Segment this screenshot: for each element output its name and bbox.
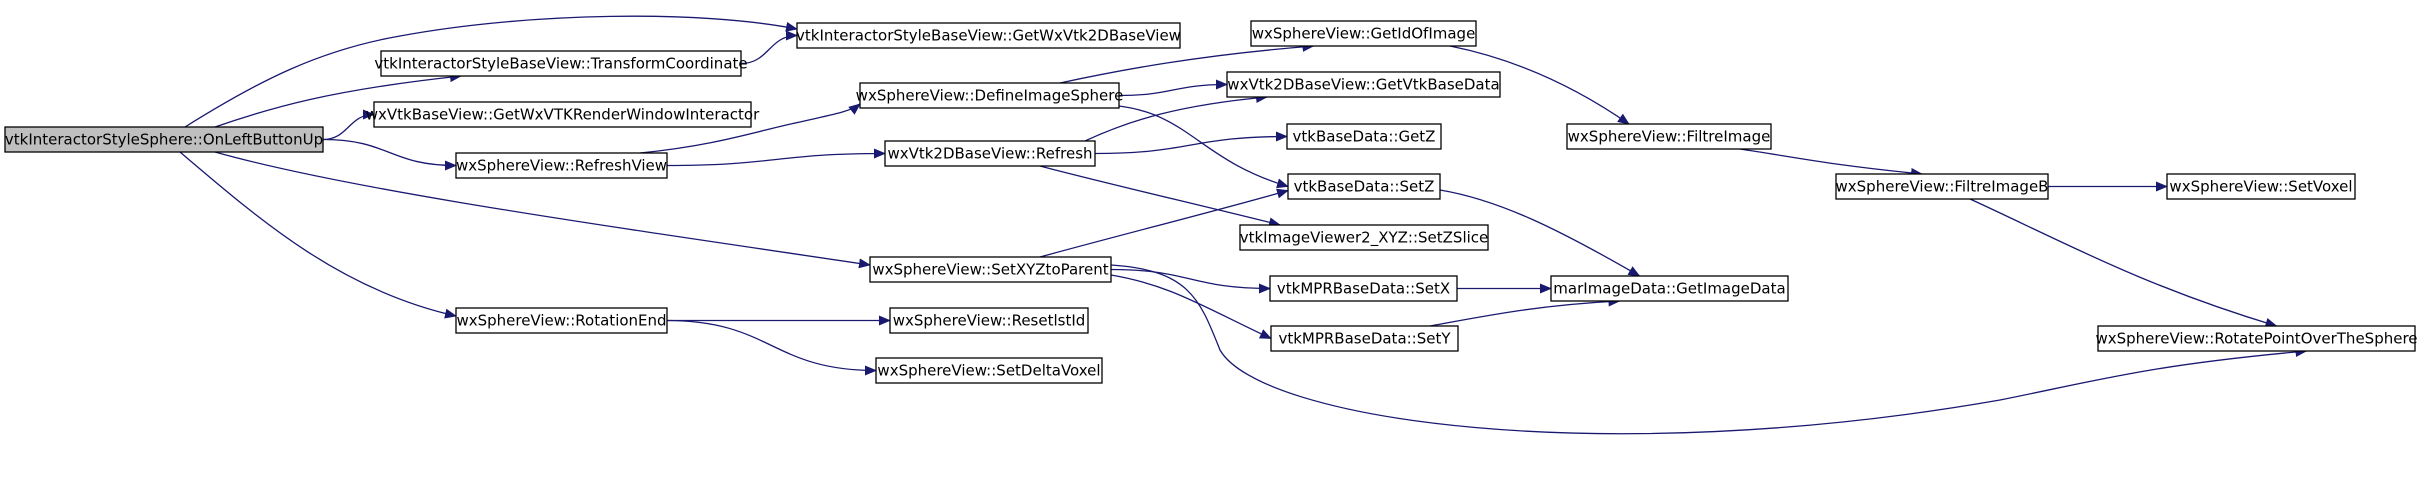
node-box	[2166, 173, 2356, 200]
node-box	[1566, 123, 1772, 150]
edge-root-to-setxyz	[214, 151, 871, 269]
edge-defineimg-to-getvtkbase	[1118, 79, 1228, 97]
node-box	[889, 307, 1089, 334]
node-box	[2097, 325, 2416, 352]
node-getimagedata[interactable]: marImageData::GetImageData	[1550, 275, 1789, 302]
edge-mprsety-to-getimagedata	[1429, 296, 1621, 327]
node-getvtkbase[interactable]: wxVtk2DBaseView::GetVtkBaseData	[1226, 71, 1501, 98]
edge-setxyz-to-setz	[1039, 188, 1289, 258]
edges-layer	[179, 15, 2308, 435]
node-label: wxSphereView::SetDeltaVoxel	[877, 362, 1100, 380]
node-label: vtkBaseData::GetZ	[1293, 128, 1436, 146]
node-filtre[interactable]: wxSphereView::FiltreImage	[1566, 123, 1772, 150]
node-setzslice[interactable]: vtkImageViewer2_XYZ::SetZSlice	[1239, 224, 1489, 251]
edge-root-to-refreshview	[322, 138, 457, 171]
node-label: wxVtkBaseView::GetWxVTKRenderWindowInter…	[366, 106, 760, 124]
node-getz[interactable]: vtkBaseData::GetZ	[1286, 123, 1442, 150]
edge-rotationend-to-setdelta	[666, 319, 877, 376]
edge-defineimg-to-getidof	[1059, 41, 1315, 84]
node-label: wxVtk2DBaseView::Refresh	[887, 145, 1092, 163]
node-setz[interactable]: vtkBaseData::SetZ	[1287, 173, 1441, 200]
edge-setxyz-to-mprsety	[1110, 274, 1272, 340]
edge-setxyz-to-mprsetx	[1110, 268, 1271, 294]
node-filtreb[interactable]: wxSphereView::FiltreImageB	[1835, 173, 2049, 200]
nodes-layer: vtkInteractorStyleSphere::OnLeftButtonUp…	[4, 20, 2418, 384]
node-rotatepoint[interactable]: wxSphereView::RotatePointOverTheSphere	[2095, 325, 2418, 352]
node-label: wxSphereView::FiltreImageB	[1836, 178, 2049, 196]
edge-transform-to-getwxvtk2d	[740, 30, 798, 65]
node-defineimg[interactable]: wxSphereView::DefineImageSphere	[856, 82, 1124, 109]
node-box	[1835, 173, 2049, 200]
edge-root-to-getwxvtk2d	[184, 15, 798, 128]
node-box	[4, 126, 324, 153]
edge-getidof-to-filtre	[1449, 45, 1630, 125]
node-setxyz[interactable]: wxSphereView::SetXYZtoParent	[869, 256, 1112, 283]
node-label: vtkInteractorStyleBaseView::TransformCoo…	[374, 55, 747, 73]
node-getidof[interactable]: wxSphereView::GetIdOfImage	[1250, 20, 1477, 47]
edge-root-to-renderwin	[322, 109, 375, 141]
node-label: wxSphereView::RotationEnd	[456, 312, 666, 330]
node-transform[interactable]: vtkInteractorStyleBaseView::TransformCoo…	[374, 50, 748, 77]
node-label: wxSphereView::ResetlstId	[893, 312, 1086, 330]
node-label: wxSphereView::RotatePointOverTheSphere	[2095, 330, 2417, 348]
edge-refreshview-to-defineimg	[639, 103, 861, 154]
node-box	[796, 22, 1181, 49]
edge-defineimg-to-setz	[1118, 105, 1289, 189]
node-box	[1226, 71, 1501, 98]
node-label: wxVtk2DBaseView::GetVtkBaseData	[1227, 76, 1499, 94]
edge-refreshview-to-refresh	[666, 148, 886, 167]
node-label: wxSphereView::DefineImageSphere	[856, 87, 1124, 105]
node-label: wxSphereView::RefreshView	[456, 157, 667, 175]
node-setvoxel[interactable]: wxSphereView::SetVoxel	[2166, 173, 2356, 200]
node-label: wxSphereView::GetIdOfImage	[1252, 25, 1476, 43]
node-box	[455, 152, 668, 179]
node-refresh[interactable]: wxVtk2DBaseView::Refresh	[884, 140, 1096, 167]
node-box	[1287, 173, 1441, 200]
node-box	[869, 256, 1112, 283]
node-box	[1270, 325, 1459, 352]
node-box	[1269, 275, 1458, 302]
node-label: wxSphereView::SetVoxel	[2169, 178, 2352, 196]
node-box	[859, 82, 1120, 109]
node-renderwin[interactable]: wxVtkBaseView::GetWxVTKRenderWindowInter…	[366, 101, 760, 128]
node-label: wxSphereView::FiltreImage	[1568, 128, 1771, 146]
node-box	[1550, 275, 1789, 302]
edge-filtreb-to-rotatepoint	[1969, 198, 2278, 328]
node-box	[884, 140, 1096, 167]
node-label: vtkMPRBaseData::SetY	[1278, 330, 1451, 348]
node-getwxvtk2d[interactable]: vtkInteractorStyleBaseView::GetWxVtk2DBa…	[796, 22, 1181, 49]
node-label: vtkInteractorStyleSphere::OnLeftButtonUp	[5, 131, 323, 149]
edge-setz-to-getimagedata	[1439, 189, 1641, 277]
edge-refresh-to-getz	[1094, 131, 1288, 155]
node-box	[1239, 224, 1489, 251]
edge-filtre-to-filtreb	[1739, 148, 1923, 178]
node-box	[380, 50, 742, 77]
node-rotationend[interactable]: wxSphereView::RotationEnd	[455, 307, 668, 334]
node-box	[875, 357, 1103, 384]
node-box	[1250, 20, 1477, 47]
node-mprsety[interactable]: vtkMPRBaseData::SetY	[1270, 325, 1459, 352]
node-resetlst[interactable]: wxSphereView::ResetlstId	[889, 307, 1089, 334]
edge-setxyz-to-rotatepoint	[1110, 264, 2308, 435]
edge-root-to-transform	[214, 72, 462, 128]
edge-root-to-rotationend	[179, 151, 457, 319]
node-label: vtkMPRBaseData::SetX	[1277, 280, 1450, 298]
node-label: vtkBaseData::SetZ	[1294, 178, 1435, 196]
node-box	[455, 307, 668, 334]
node-label: marImageData::GetImageData	[1553, 280, 1785, 298]
node-mprsetx[interactable]: vtkMPRBaseData::SetX	[1269, 275, 1458, 302]
node-label: wxSphereView::SetXYZtoParent	[872, 261, 1108, 279]
node-refreshview[interactable]: wxSphereView::RefreshView	[455, 152, 668, 179]
node-label: vtkImageViewer2_XYZ::SetZSlice	[1240, 229, 1489, 248]
node-setdelta[interactable]: wxSphereView::SetDeltaVoxel	[875, 357, 1103, 384]
edge-refresh-to-setzslice	[1039, 165, 1281, 228]
edge-refresh-to-getvtkbase	[1084, 93, 1268, 142]
node-box	[1286, 123, 1442, 150]
node-label: vtkInteractorStyleBaseView::GetWxVtk2DBa…	[796, 27, 1181, 45]
node-root[interactable]: vtkInteractorStyleSphere::OnLeftButtonUp	[4, 126, 324, 153]
node-box	[373, 101, 752, 128]
